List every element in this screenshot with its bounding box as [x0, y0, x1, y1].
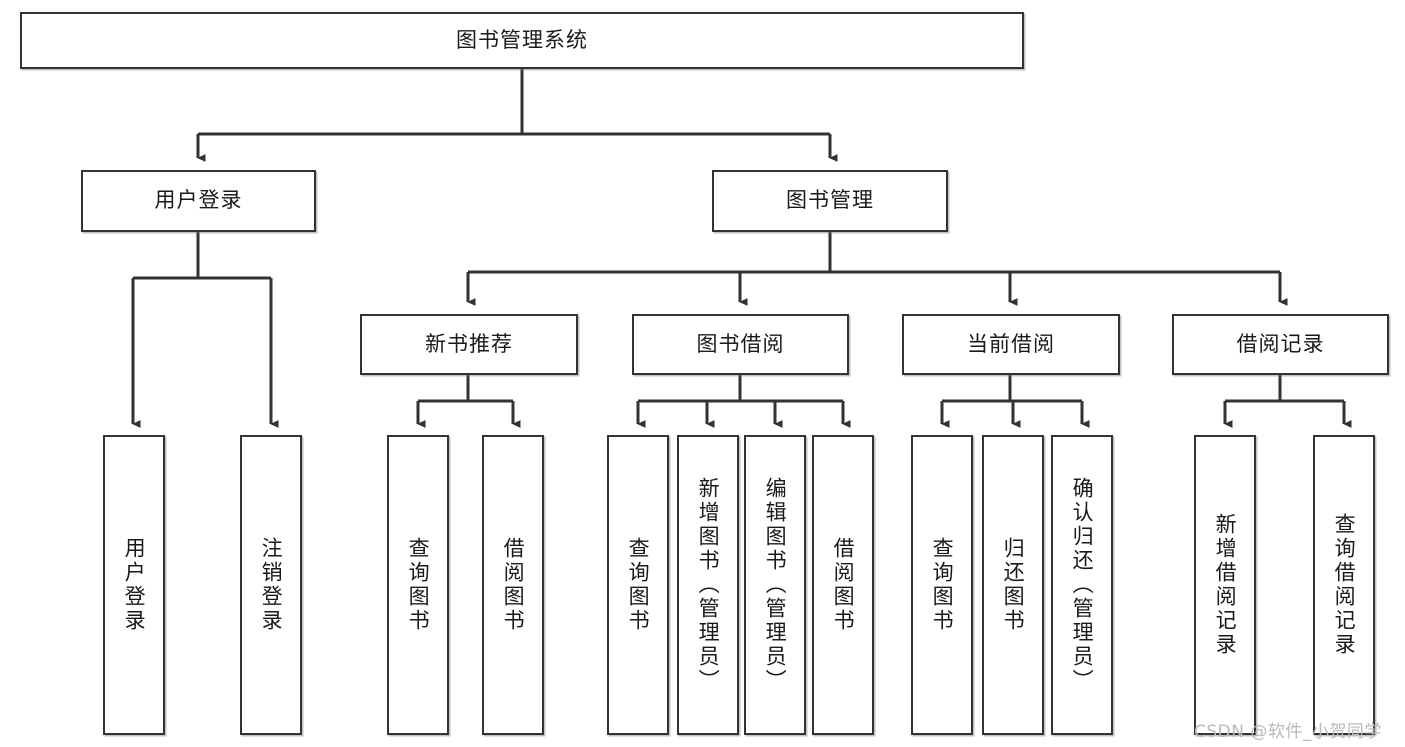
- node-leaf-add-book[interactable]: 新增图书（管理员）: [677, 435, 739, 735]
- node-leaf-add-record-label: 新增借阅记录: [1213, 513, 1238, 657]
- node-user-login-label: 用户登录: [154, 188, 243, 213]
- node-leaf-borrow-book-1-label: 借阅图书: [501, 537, 526, 633]
- node-leaf-logout[interactable]: 注销登录: [240, 435, 302, 735]
- node-book-borrow[interactable]: 图书借阅: [632, 314, 849, 375]
- node-leaf-borrow-book-2-label: 借阅图书: [831, 537, 856, 633]
- node-leaf-logout-label: 注销登录: [259, 537, 284, 633]
- node-book-manage-label: 图书管理: [786, 188, 874, 213]
- node-leaf-edit-book-label: 编辑图书（管理员）: [763, 477, 788, 693]
- node-leaf-query-book-1[interactable]: 查询图书: [387, 435, 449, 735]
- node-leaf-query-book-1-label: 查询图书: [406, 537, 431, 633]
- node-leaf-return-book[interactable]: 归还图书: [982, 435, 1044, 735]
- node-current-borrow[interactable]: 当前借阅: [902, 314, 1120, 375]
- node-leaf-borrow-book-2[interactable]: 借阅图书: [812, 435, 874, 735]
- node-leaf-query-record-label: 查询借阅记录: [1332, 513, 1357, 657]
- node-borrow-record-label: 借阅记录: [1236, 331, 1325, 356]
- node-leaf-user-login-label: 用户登录: [122, 537, 147, 633]
- node-user-login[interactable]: 用户登录: [81, 170, 316, 232]
- node-leaf-confirm-return[interactable]: 确认归还（管理员）: [1051, 435, 1113, 735]
- node-book-manage[interactable]: 图书管理: [712, 170, 948, 232]
- node-leaf-query-book-3[interactable]: 查询图书: [911, 435, 973, 735]
- node-new-book-rec-label: 新书推荐: [425, 331, 513, 356]
- node-book-borrow-label: 图书借阅: [696, 331, 785, 356]
- node-new-book-rec[interactable]: 新书推荐: [360, 314, 578, 375]
- node-leaf-add-record[interactable]: 新增借阅记录: [1194, 435, 1256, 735]
- node-current-borrow-label: 当前借阅: [967, 331, 1055, 356]
- node-leaf-query-book-2[interactable]: 查询图书: [607, 435, 669, 735]
- node-leaf-edit-book[interactable]: 编辑图书（管理员）: [744, 435, 806, 735]
- node-borrow-record[interactable]: 借阅记录: [1172, 314, 1389, 375]
- csdn-watermark: CSDN @软件_小贺同学: [1194, 722, 1382, 742]
- node-leaf-borrow-book-1[interactable]: 借阅图书: [482, 435, 544, 735]
- node-leaf-query-book-3-label: 查询图书: [930, 537, 955, 633]
- node-leaf-confirm-return-label: 确认归还（管理员）: [1070, 477, 1095, 693]
- node-leaf-query-book-2-label: 查询图书: [626, 537, 651, 633]
- node-leaf-query-record[interactable]: 查询借阅记录: [1313, 435, 1375, 735]
- node-leaf-user-login[interactable]: 用户登录: [103, 435, 165, 735]
- connectors: [131, 69, 1352, 428]
- node-root-label: 图书管理系统: [456, 27, 588, 52]
- node-root[interactable]: 图书管理系统: [20, 12, 1024, 69]
- node-leaf-add-book-label: 新增图书（管理员）: [696, 477, 721, 693]
- node-leaf-return-book-label: 归还图书: [1001, 537, 1026, 633]
